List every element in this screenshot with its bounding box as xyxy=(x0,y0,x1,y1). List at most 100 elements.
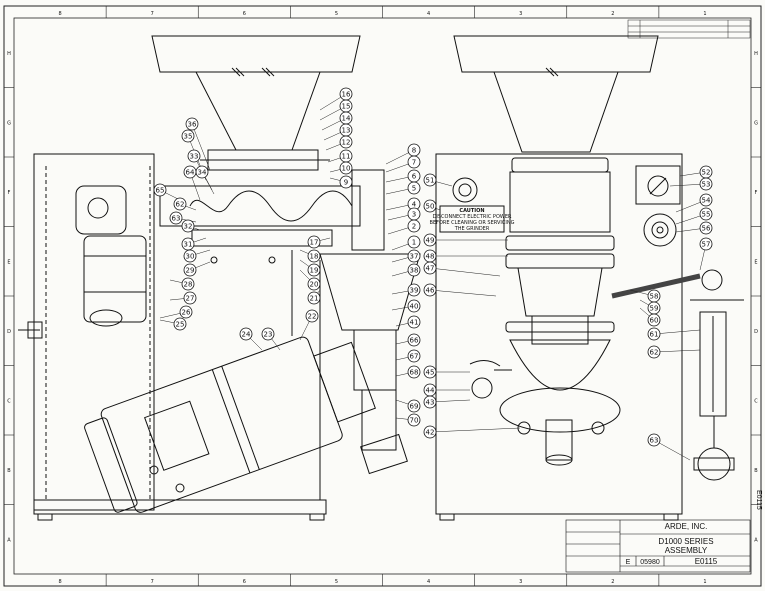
balloon-10: 10 xyxy=(329,161,353,175)
zone-label-bottom-8: 8 xyxy=(58,579,61,585)
balloon-label: 63 xyxy=(172,214,181,222)
balloon-label: 64 xyxy=(186,168,195,176)
balloon-57: 57 xyxy=(699,237,713,271)
balloon-38: 38 xyxy=(391,263,421,277)
balloon-label: 59 xyxy=(650,304,659,312)
drawing-title-line-1: D1000 SERIES xyxy=(658,537,713,546)
balloon-label: 26 xyxy=(182,308,191,316)
balloon-22: 22 xyxy=(299,309,319,341)
balloon-label: 54 xyxy=(702,196,711,204)
balloon-49: 49 xyxy=(423,233,508,247)
balloon-8: 8 xyxy=(385,143,421,165)
balloon-label: 55 xyxy=(702,210,711,218)
left-side-view xyxy=(18,35,421,521)
caution-line-3: BEFORE CLEANING OR SERVICING xyxy=(430,220,515,226)
balloon-60: 60 xyxy=(639,307,661,327)
drain-valve-icon xyxy=(697,447,731,481)
balloon-5: 5 xyxy=(385,181,421,195)
balloon-21: 21 xyxy=(307,289,321,305)
balloon-label: 1 xyxy=(412,238,416,246)
balloon-label: 35 xyxy=(184,132,193,140)
zone-label-top-2: 2 xyxy=(611,11,614,17)
flowmeter xyxy=(699,311,727,417)
balloon-label: 9 xyxy=(344,178,348,186)
inner-border xyxy=(13,17,752,575)
small-motor xyxy=(83,235,147,323)
balloon-label: 65 xyxy=(156,186,165,194)
balloon-7: 7 xyxy=(385,155,421,173)
balloon-label: 16 xyxy=(342,90,351,98)
balloon-18: 18 xyxy=(299,249,321,263)
balloon-70: 70 xyxy=(395,413,421,427)
balloon-label: 42 xyxy=(426,428,435,436)
selector-knob-icon xyxy=(647,175,669,197)
balloon-label: 8 xyxy=(412,146,416,154)
balloon-40: 40 xyxy=(391,299,421,313)
balloon-3: 3 xyxy=(387,207,421,221)
balloon-label: 43 xyxy=(426,398,435,406)
balloon-label: 70 xyxy=(410,416,419,424)
zone-label-top-8: 8 xyxy=(58,11,61,17)
zone-label-left-A: A xyxy=(7,537,11,543)
caution-title: CAUTION xyxy=(459,208,484,214)
caution-line-2: DISCONNECT ELECTRIC POWER xyxy=(433,214,512,220)
balloon-26: 26 xyxy=(159,305,193,319)
front-cabinet xyxy=(435,153,683,515)
zone-label-left-G: G xyxy=(7,120,11,126)
hose xyxy=(611,273,701,299)
balloon-65: 65 xyxy=(153,183,181,201)
balloon-label: 37 xyxy=(410,252,419,260)
balloon-label: 12 xyxy=(342,138,351,146)
balloon-59: 59 xyxy=(639,299,661,315)
balloon-67: 67 xyxy=(395,349,421,363)
balloon-label: 14 xyxy=(342,114,351,122)
sheet-size: E xyxy=(626,559,631,566)
balloon-label: 61 xyxy=(650,330,659,338)
balloon-label: 27 xyxy=(186,294,195,302)
side-stamp: E0115 xyxy=(755,490,762,510)
balloon-52: 52 xyxy=(679,165,713,179)
balloon-29: 29 xyxy=(183,261,211,277)
zone-label-bottom-4: 4 xyxy=(427,579,430,585)
balloon-42: 42 xyxy=(423,425,521,439)
balloon-24: 24 xyxy=(239,327,263,351)
company-name: ARDE, INC. xyxy=(665,522,708,531)
balloon-label: 60 xyxy=(650,316,659,324)
balloon-label: 48 xyxy=(426,252,435,260)
balloon-2: 2 xyxy=(387,219,421,235)
balloon-label: 45 xyxy=(426,368,435,376)
zone-label-bottom-3: 3 xyxy=(519,579,522,585)
title-block xyxy=(565,519,751,573)
zone-label-left-H: H xyxy=(7,51,11,57)
auger-screw xyxy=(189,190,353,222)
balloon-label: 23 xyxy=(264,330,273,338)
balloon-label: 31 xyxy=(184,240,193,248)
drawing-number: E0115 xyxy=(695,557,718,566)
caution-line-4: THE GRINDER xyxy=(454,226,490,232)
balloon-label: 13 xyxy=(342,126,351,134)
balloon-51: 51 xyxy=(423,173,453,187)
balloon-36: 36 xyxy=(185,117,211,171)
balloon-19: 19 xyxy=(299,259,321,277)
balloon-4: 4 xyxy=(385,197,421,211)
zone-label-right-A: A xyxy=(754,537,758,543)
zone-label-right-G: G xyxy=(754,120,758,126)
bowl xyxy=(509,339,611,391)
balloon-31: 31 xyxy=(181,237,207,251)
balloon-28: 28 xyxy=(169,277,195,291)
balloon-label: 58 xyxy=(650,292,659,300)
balloon-label: 21 xyxy=(310,294,319,302)
zone-label-left-B: B xyxy=(7,468,11,474)
balloon-label: 69 xyxy=(410,402,419,410)
zone-label-top-3: 3 xyxy=(519,11,522,17)
zone-label-top-1: 1 xyxy=(703,11,706,17)
large-motor xyxy=(84,336,376,513)
balloon-label: 29 xyxy=(186,266,195,274)
balloon-45: 45 xyxy=(423,365,470,379)
balloon-66: 66 xyxy=(395,333,421,347)
balloon-label: 46 xyxy=(426,286,435,294)
balloon-68: 68 xyxy=(395,365,421,379)
zone-label-left-D: D xyxy=(7,329,11,335)
